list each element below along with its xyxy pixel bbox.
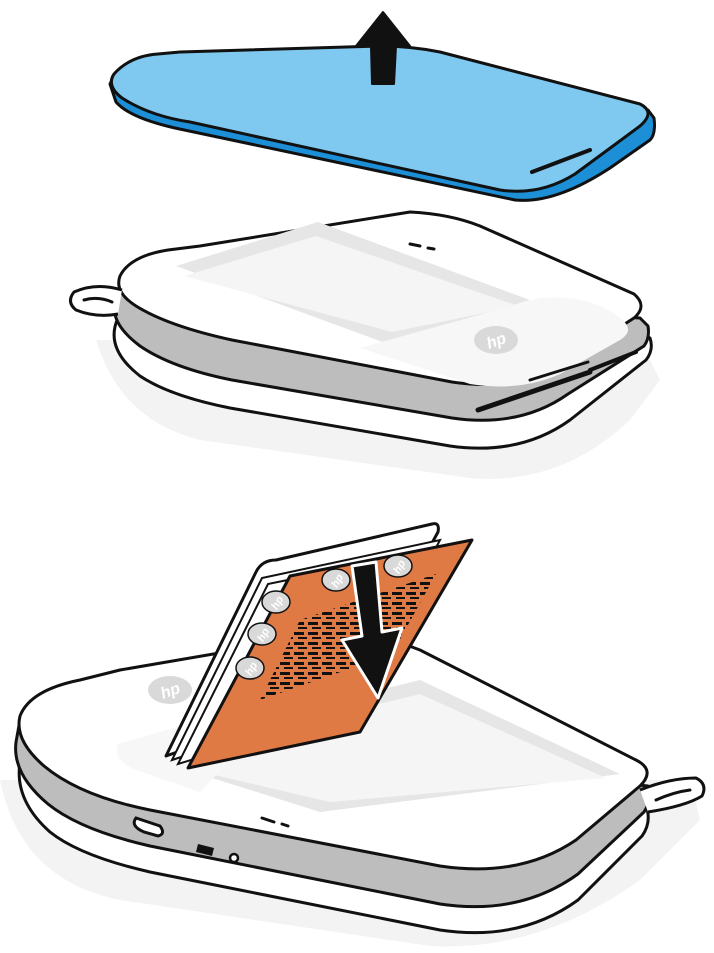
step-remove-cover: hp [70, 12, 660, 479]
hp-logo: hp [474, 326, 518, 354]
hp-logo: hp [236, 657, 264, 679]
step-insert-paper: hp hp hp hp [0, 524, 704, 947]
hp-logo: hp [384, 555, 412, 577]
hp-logo: hp [148, 676, 192, 704]
hp-logo: hp [322, 569, 350, 591]
hp-logo: hp [248, 623, 276, 645]
printer-open-top: hp [70, 212, 660, 479]
hp-logo: hp [262, 591, 290, 613]
